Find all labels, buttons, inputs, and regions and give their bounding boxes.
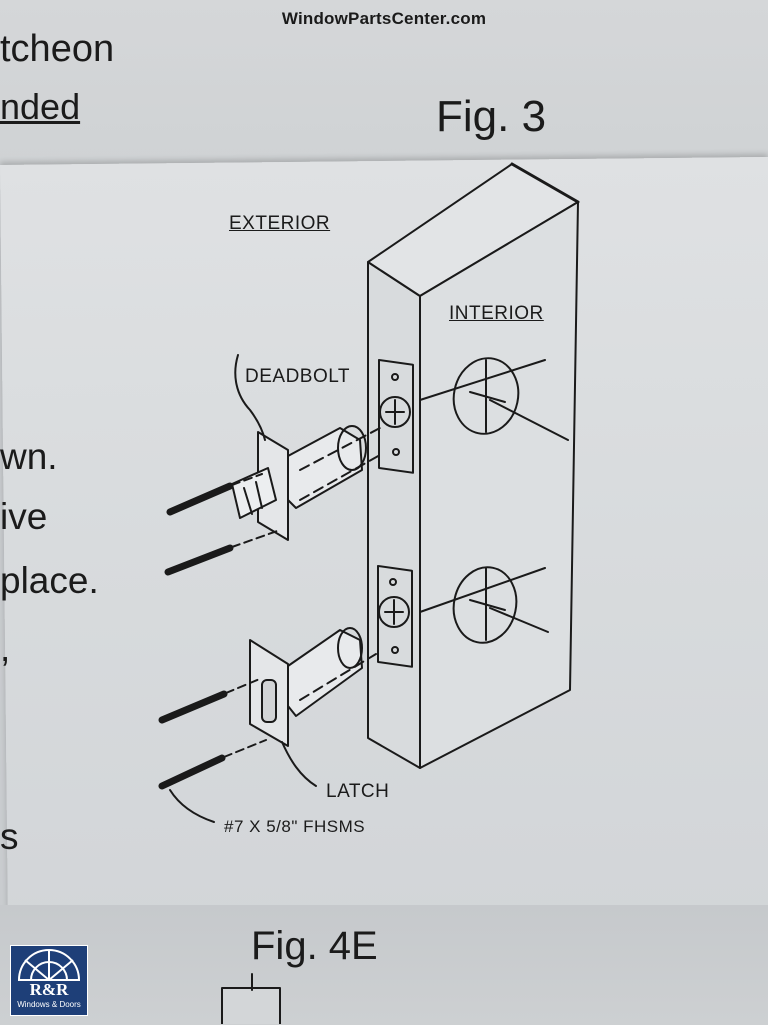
deadbolt-strike-plate bbox=[378, 358, 414, 474]
door-interior-face bbox=[419, 201, 579, 769]
brand-logo: R&R Windows & Doors bbox=[10, 945, 88, 1016]
window-arch-icon bbox=[17, 949, 81, 981]
logo-text: R&R bbox=[29, 980, 69, 999]
lower-bore-hole bbox=[419, 566, 549, 644]
latch-strike-plate bbox=[377, 564, 413, 668]
figure-title: Fig. 3 bbox=[436, 92, 547, 141]
text-fragment-comma: , bbox=[0, 628, 11, 669]
deadbolt-screws bbox=[164, 473, 281, 576]
door-edge-face bbox=[367, 261, 421, 769]
text-fragment-ive: ive bbox=[0, 496, 48, 537]
label-latch: LATCH bbox=[326, 781, 390, 802]
text-fragment-s: s bbox=[0, 816, 19, 857]
paper-top-sheet bbox=[0, 0, 768, 175]
watermark-text: WindowPartsCenter.com bbox=[281, 9, 487, 28]
text-fragment-escutcheon: tcheon bbox=[0, 28, 115, 70]
text-fragment-nded: nded bbox=[0, 86, 81, 127]
latch-assembly bbox=[249, 627, 377, 787]
label-interior: INTERIOR bbox=[449, 303, 544, 324]
label-screws: #7 X 5/8" FHSMS bbox=[224, 817, 366, 836]
next-figure-box bbox=[221, 987, 281, 1024]
latch-screws bbox=[158, 677, 267, 823]
deadbolt-assembly bbox=[231, 354, 381, 541]
label-deadbolt: DEADBOLT bbox=[245, 366, 351, 387]
logo-subtitle: Windows & Doors bbox=[17, 1000, 81, 1009]
door-edge-line bbox=[510, 162, 580, 204]
text-fragment-place: place. bbox=[0, 560, 99, 601]
label-exterior: EXTERIOR bbox=[229, 213, 331, 234]
upper-bore-hole bbox=[419, 357, 569, 441]
text-fragment-wn: wn. bbox=[0, 436, 58, 477]
next-figure-title: Fig. 4E bbox=[251, 924, 378, 968]
paper-bottom-sheet bbox=[0, 905, 768, 1025]
